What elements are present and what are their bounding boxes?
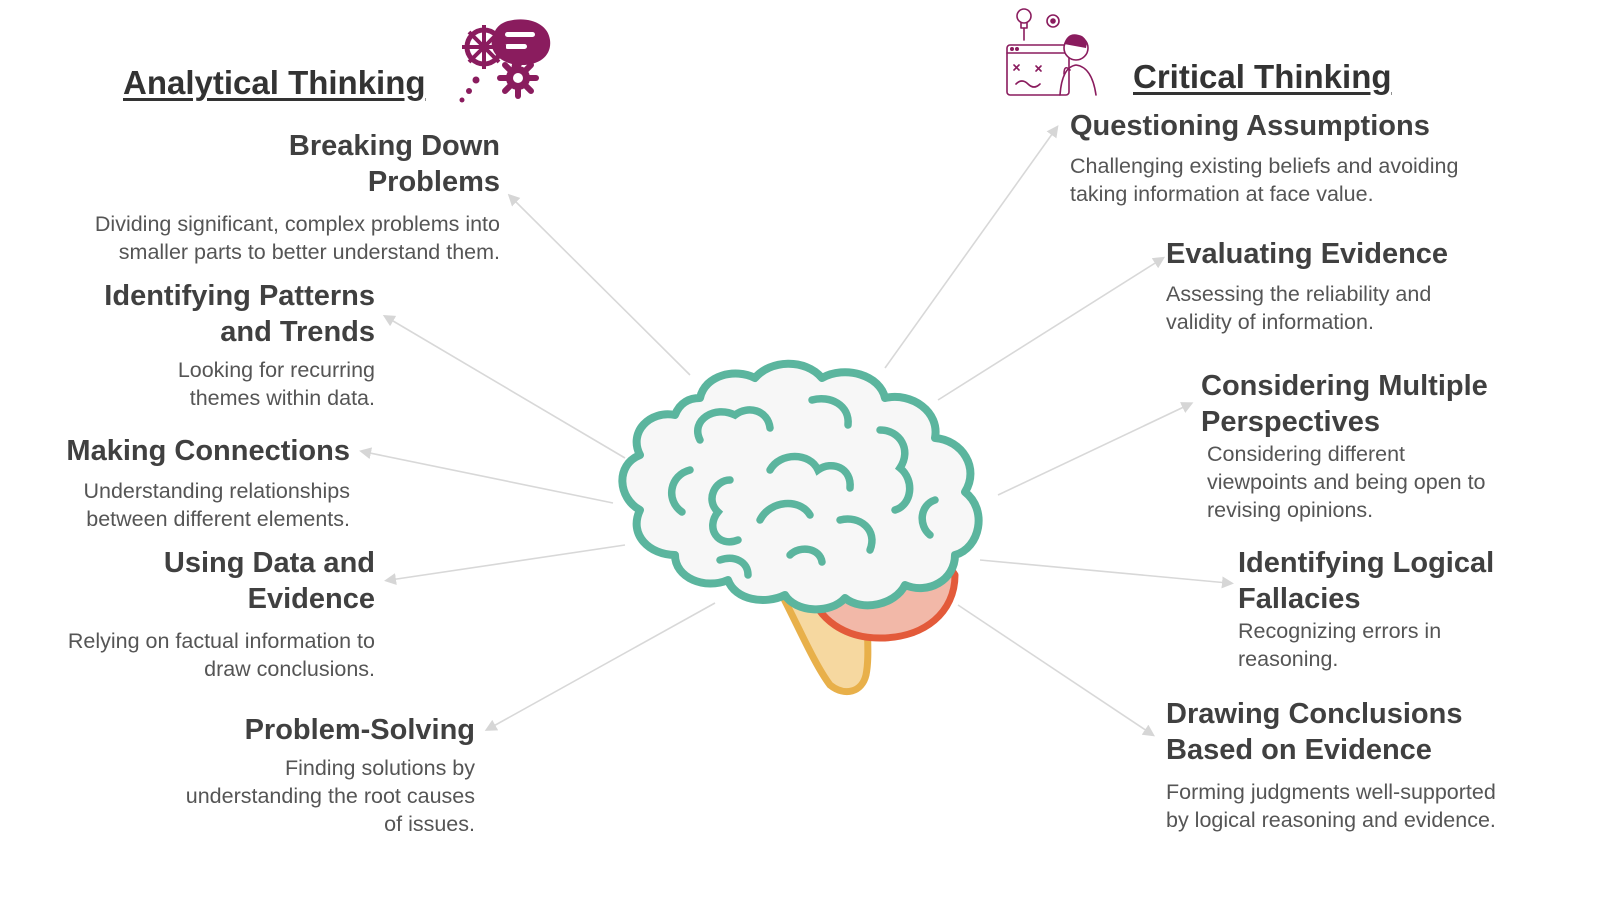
arrow-fallacies xyxy=(979,559,1234,589)
item-title: Drawing Conclusions Based on Evidence xyxy=(1166,698,1463,766)
item-title: Problem-Solving xyxy=(244,714,475,746)
item-desc: Looking for recurring themes within data… xyxy=(177,358,375,410)
item-desc: Assessing the reliability and validity o… xyxy=(1166,282,1432,334)
item-identifying-fallacies: Identifying Logical Fallacies Recognizin… xyxy=(1238,545,1558,673)
item-title: Questioning Assumptions xyxy=(1070,110,1430,142)
item-title: Using Data and Evidence xyxy=(163,547,375,615)
item-breaking-down-problems: Breaking Down Problems Dividing signific… xyxy=(40,128,500,266)
item-desc: Considering different viewpoints and bei… xyxy=(1207,442,1486,522)
item-questioning-assumptions: Questioning Assumptions Challenging exis… xyxy=(1070,108,1540,208)
item-making-connections: Making Connections Understanding relatio… xyxy=(30,433,350,533)
arrow-breaking-down xyxy=(507,193,691,376)
item-identifying-patterns: Identifying Patterns and Trends Looking … xyxy=(75,278,375,412)
arrow-conclusions xyxy=(957,604,1155,737)
item-desc: Finding solutions by understanding the r… xyxy=(185,756,475,836)
item-using-data-evidence: Using Data and Evidence Relying on factu… xyxy=(45,545,375,683)
item-desc: Understanding relationships between diff… xyxy=(83,479,350,531)
arrow-problem-solving xyxy=(484,602,716,731)
arrow-perspectives xyxy=(997,402,1194,496)
arrow-patterns xyxy=(382,314,626,459)
connector-arrows xyxy=(359,125,1234,737)
item-considering-perspectives: Considering Multiple Perspectives Consid… xyxy=(1201,368,1541,524)
item-title: Considering Multiple Perspectives xyxy=(1201,370,1488,438)
item-problem-solving: Problem-Solving Finding solutions by und… xyxy=(145,712,475,838)
item-title: Making Connections xyxy=(66,435,350,467)
arrow-data-evidence xyxy=(384,544,626,586)
item-desc: Forming judgments well-supported by logi… xyxy=(1166,780,1496,832)
gears-chat-icon xyxy=(459,19,551,103)
brain-cerebrum xyxy=(618,359,983,614)
arrow-connections xyxy=(359,447,614,504)
item-title: Identifying Logical Fallacies xyxy=(1238,547,1495,615)
brain-icon xyxy=(618,359,983,696)
item-desc: Dividing significant, complex problems i… xyxy=(94,212,500,264)
item-title: Identifying Patterns and Trends xyxy=(104,280,375,348)
item-title: Evaluating Evidence xyxy=(1166,238,1449,270)
item-title: Breaking Down Problems xyxy=(288,130,500,198)
item-evaluating-evidence: Evaluating Evidence Assessing the reliab… xyxy=(1166,236,1586,336)
item-desc: Relying on factual information to draw c… xyxy=(67,629,375,681)
critical-thinking-title: Critical Thinking xyxy=(1133,58,1392,95)
item-desc: Challenging existing beliefs and avoidin… xyxy=(1070,154,1459,206)
arrow-questioning xyxy=(884,125,1059,369)
analytical-thinking-title: Analytical Thinking xyxy=(123,64,426,101)
item-desc: Recognizing errors in reasoning. xyxy=(1238,619,1442,671)
arrow-evaluating xyxy=(937,256,1166,401)
item-drawing-conclusions: Drawing Conclusions Based on Evidence Fo… xyxy=(1166,696,1566,834)
thinking-person-icon xyxy=(1006,8,1097,96)
